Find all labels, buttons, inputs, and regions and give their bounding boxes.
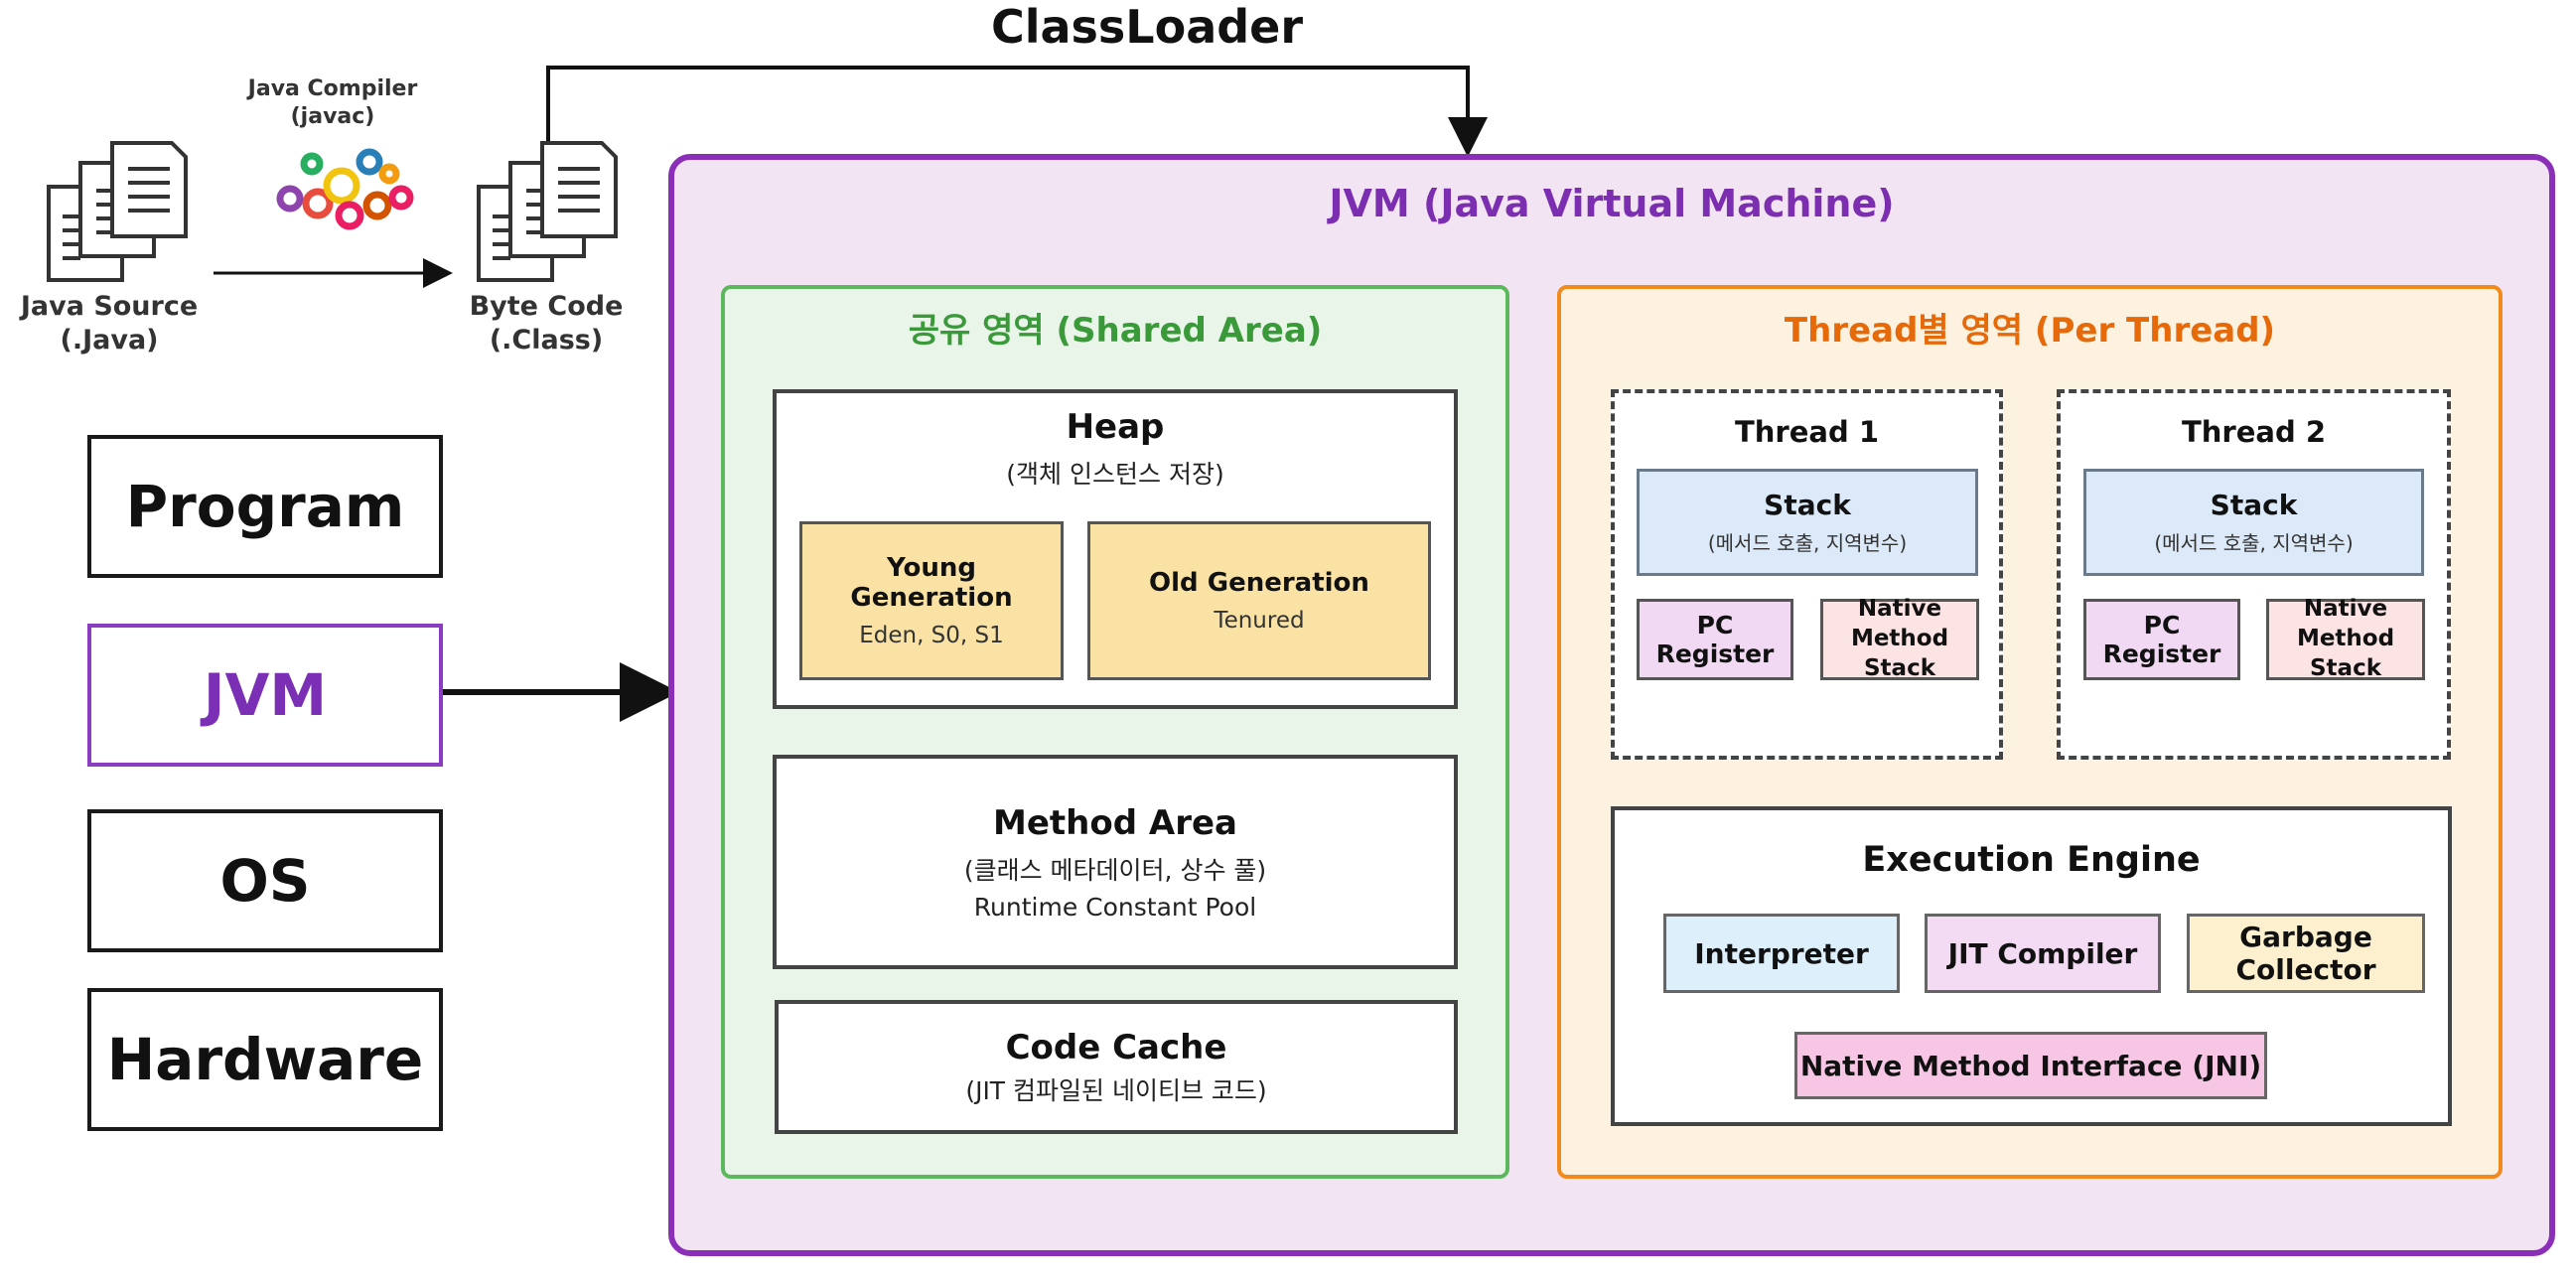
execution-engine-title: Execution Engine bbox=[1862, 840, 2201, 880]
classloader-line bbox=[546, 66, 1468, 149]
thread-1-native-line1: Native bbox=[1857, 596, 1942, 623]
young-generation-box: Young Generation Eden, S0, S1 bbox=[799, 521, 1064, 680]
code-cache-subtitle: (JIT 컴파일된 네이티브 코드) bbox=[965, 1075, 1267, 1105]
thread-1-pc-register: PC Register bbox=[1637, 599, 1793, 680]
old-generation-box: Old Generation Tenured bbox=[1087, 521, 1431, 680]
gears-icon bbox=[270, 134, 419, 233]
heap-subtitle: (객체 인스턴스 저장) bbox=[1006, 460, 1224, 489]
thread-2-title: Thread 2 bbox=[2182, 415, 2326, 449]
jit-compiler-box: JIT Compiler bbox=[1925, 914, 2161, 993]
young-generation-title: Young Generation bbox=[850, 553, 1013, 613]
thread-1-stack: Stack (메서드 호출, 지역변수) bbox=[1637, 469, 1978, 576]
bytecode-document-icon bbox=[475, 139, 624, 288]
interpreter-box: Interpreter bbox=[1663, 914, 1900, 993]
classloader-label: ClassLoader bbox=[990, 0, 1304, 54]
code-cache-title: Code Cache bbox=[1005, 1027, 1227, 1067]
jni-box: Native Method Interface (JNI) bbox=[1794, 1032, 2267, 1099]
byte-code-label: Byte Code (.Class) bbox=[469, 291, 624, 355]
thread-1-native-method-stack: Native Method Stack bbox=[1820, 596, 1979, 681]
code-cache-box: Code Cache (JIT 컴파일된 네이티브 코드) bbox=[775, 1000, 1458, 1134]
method-area-subtitle2: Runtime Constant Pool bbox=[973, 892, 1257, 922]
source-document-icon bbox=[45, 139, 194, 288]
method-area-title: Method Area bbox=[993, 802, 1237, 843]
thread-2-native-method-stack: Native Method Stack bbox=[2266, 596, 2425, 681]
heap-title: Heap bbox=[1066, 407, 1165, 447]
thread-1-stack-sub: (메서드 호출, 지역변수) bbox=[1707, 531, 1908, 555]
thread-1-title: Thread 1 bbox=[1735, 415, 1879, 449]
java-compiler-label: Java Compiler (javac) bbox=[247, 76, 418, 129]
thread-2-stack: Stack (메서드 호출, 지역변수) bbox=[2083, 469, 2424, 576]
thread-2-native-line1: Native bbox=[2303, 596, 2388, 623]
garbage-collector-box: Garbage Collector bbox=[2187, 914, 2425, 993]
thread-1-stack-title: Stack bbox=[1764, 489, 1851, 521]
old-generation-sub: Tenured bbox=[1214, 608, 1305, 634]
old-generation-title: Old Generation bbox=[1149, 568, 1369, 598]
java-source-label: Java Source (.Java) bbox=[20, 291, 199, 355]
method-area-box: Method Area (클래스 메타데이터, 상수 풀) Runtime Co… bbox=[773, 755, 1458, 969]
jvm-title: JVM (Java Virtual Machine) bbox=[1329, 182, 1895, 225]
hardware-layer: Hardware bbox=[87, 988, 443, 1131]
thread-1-native-line2: Method Stack bbox=[1850, 626, 1949, 681]
heap-header: Heap (객체 인스턴스 저장) bbox=[773, 407, 1458, 491]
young-generation-sub: Eden, S0, S1 bbox=[859, 623, 1004, 648]
program-layer: Program bbox=[87, 435, 443, 578]
os-layer: OS bbox=[87, 809, 443, 952]
per-thread-title: Thread별 영역 (Per Thread) bbox=[1784, 311, 2276, 351]
shared-area-title: 공유 영역 (Shared Area) bbox=[908, 311, 1323, 351]
thread-2-stack-title: Stack bbox=[2210, 489, 2298, 521]
method-area-subtitle: (클래스 메타데이터, 상수 풀) bbox=[963, 855, 1267, 885]
thread-2-native-line2: Method Stack bbox=[2296, 626, 2395, 681]
thread-2-pc-register: PC Register bbox=[2083, 599, 2240, 680]
thread-2-stack-sub: (메서드 호출, 지역변수) bbox=[2154, 531, 2354, 555]
jvm-layer: JVM bbox=[87, 624, 443, 767]
